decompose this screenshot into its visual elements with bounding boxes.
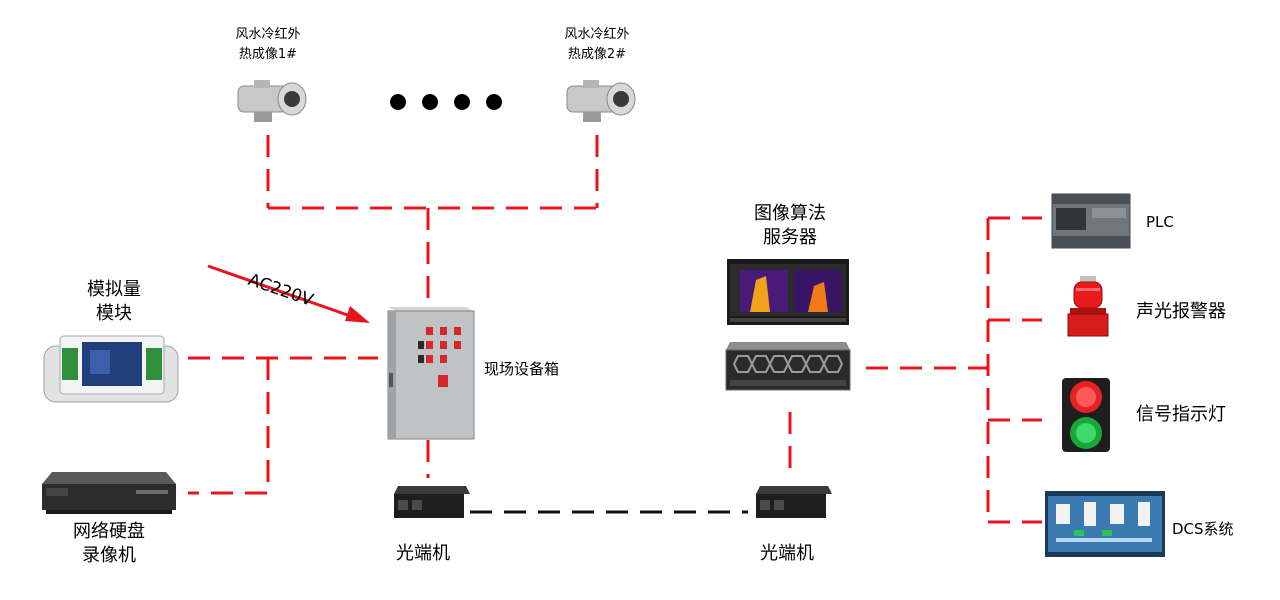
analog-module-label-line2: 模块 xyxy=(96,303,132,324)
thermal-camera-1-icon xyxy=(237,80,307,122)
server-label-line2: 服务器 xyxy=(763,227,817,248)
analog-module-label: 模拟量 模块 xyxy=(64,278,164,326)
nvr-label-line1: 网络硬盘 xyxy=(73,521,145,542)
alarm-beacon-icon xyxy=(1067,276,1109,337)
plc-icon xyxy=(1051,193,1131,249)
analog-module-icon xyxy=(43,335,179,403)
server-rack-icon xyxy=(725,342,851,391)
camera-2-label-line1: 风水冷红外 xyxy=(564,27,630,42)
field-box-label: 现场设备箱 xyxy=(484,360,560,378)
camera-1-label: 风水冷红外 热成像1# xyxy=(228,25,308,65)
ellipsis-dots xyxy=(390,94,502,110)
camera-1-label-line2: 热成像1# xyxy=(238,47,298,62)
thermal-camera-2-icon xyxy=(566,80,636,122)
dcs-label: DCS系统 xyxy=(1172,520,1234,538)
server-label-line1: 图像算法 xyxy=(754,203,826,224)
signal-light-label: 信号指示灯 xyxy=(1136,404,1226,425)
nvr-label-line2: 录像机 xyxy=(82,545,136,566)
analog-module-label-line1: 模拟量 xyxy=(87,279,141,300)
server-label: 图像算法 服务器 xyxy=(740,202,840,250)
field-equipment-box-icon xyxy=(387,307,475,440)
signal-light-icon xyxy=(1062,378,1110,452)
alarm-label: 声光报警器 xyxy=(1136,301,1226,322)
plc-label: PLC xyxy=(1146,213,1174,231)
camera-2-label: 风水冷红外 热成像2# xyxy=(557,25,637,65)
server-monitor-icon xyxy=(727,259,849,325)
link-nvr-branch xyxy=(188,358,270,495)
power-arrow xyxy=(207,264,370,323)
optical-left-label: 光端机 xyxy=(396,543,450,564)
optical-right-label: 光端机 xyxy=(760,543,814,564)
camera-2-label-line2: 热成像2# xyxy=(567,47,627,62)
nvr-icon xyxy=(42,472,176,514)
nvr-label: 网络硬盘 录像机 xyxy=(54,520,164,568)
camera-1-label-line1: 风水冷红外 xyxy=(235,27,301,42)
optical-transceiver-right-icon xyxy=(756,486,832,518)
dcs-screen-icon xyxy=(1045,491,1165,557)
optical-transceiver-left-icon xyxy=(394,486,470,518)
